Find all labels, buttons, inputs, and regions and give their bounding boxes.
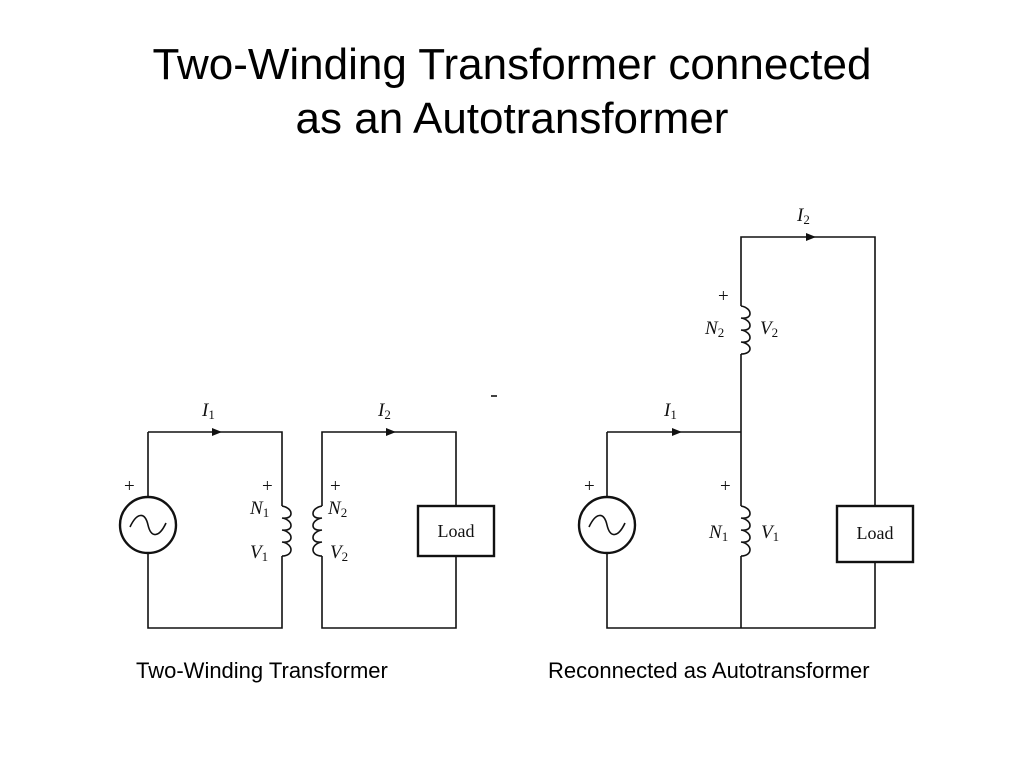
- label-i1-left: I1: [201, 400, 215, 422]
- label-v2-right: V2: [760, 318, 778, 340]
- two-winding-circuit: I1 I2 + + + N1 V1 N2 V2 Load: [118, 395, 497, 629]
- primary-plus-left: +: [262, 476, 273, 497]
- source-plus-left: +: [124, 476, 135, 497]
- label-i2-left: I2: [377, 400, 391, 422]
- caption-autotransformer: Reconnected as Autotransformer: [548, 658, 870, 683]
- load-box-right: [835, 504, 915, 564]
- label-i1-right: I1: [663, 400, 677, 422]
- lower-plus-right: +: [720, 476, 731, 497]
- source-plus-right: +: [584, 476, 595, 497]
- common-coil-icon: [740, 505, 751, 557]
- upper-plus-right: +: [718, 286, 729, 307]
- current-arrow-i2-right: [806, 233, 816, 241]
- auto-series-wire: [740, 236, 876, 506]
- label-v1-right: V1: [761, 522, 779, 544]
- caption-two-winding: Two-Winding Transformer: [136, 658, 388, 683]
- primary-coil-icon: [281, 505, 292, 557]
- load-label-right: Load: [857, 523, 894, 543]
- label-n2-right: N2: [704, 318, 724, 340]
- label-n1-right: N1: [708, 522, 728, 544]
- load-box-left: [416, 504, 496, 558]
- series-coil-icon: [740, 305, 751, 355]
- ac-source-icon: [118, 495, 178, 555]
- current-arrow-i1-right: [672, 428, 682, 436]
- label-v1-left: V1: [250, 542, 268, 564]
- autotransformer-circuit: I2 I1 + N2 V2 + + N1 V1 Load: [577, 205, 915, 629]
- title-line-1: Two-Winding Transformer connected: [152, 40, 872, 89]
- label-v2-left: V2: [330, 542, 348, 564]
- label-n2-left: N2: [327, 498, 347, 520]
- label-i2-right: I2: [796, 205, 810, 227]
- slide-title: Two-Winding Transformer connected as an …: [0, 38, 1024, 146]
- current-arrow-i2-left: [386, 428, 396, 436]
- secondary-plus-left: +: [330, 476, 341, 497]
- ac-source-icon-right: [577, 495, 637, 555]
- label-n1-left: N1: [249, 498, 269, 520]
- secondary-loop-wire: [321, 431, 457, 629]
- load-label-left: Load: [438, 521, 475, 541]
- secondary-coil-icon: [312, 505, 323, 557]
- primary-loop-wire: [147, 431, 283, 629]
- title-line-2: as an Autotransformer: [295, 94, 729, 143]
- current-arrow-i1: [212, 428, 222, 436]
